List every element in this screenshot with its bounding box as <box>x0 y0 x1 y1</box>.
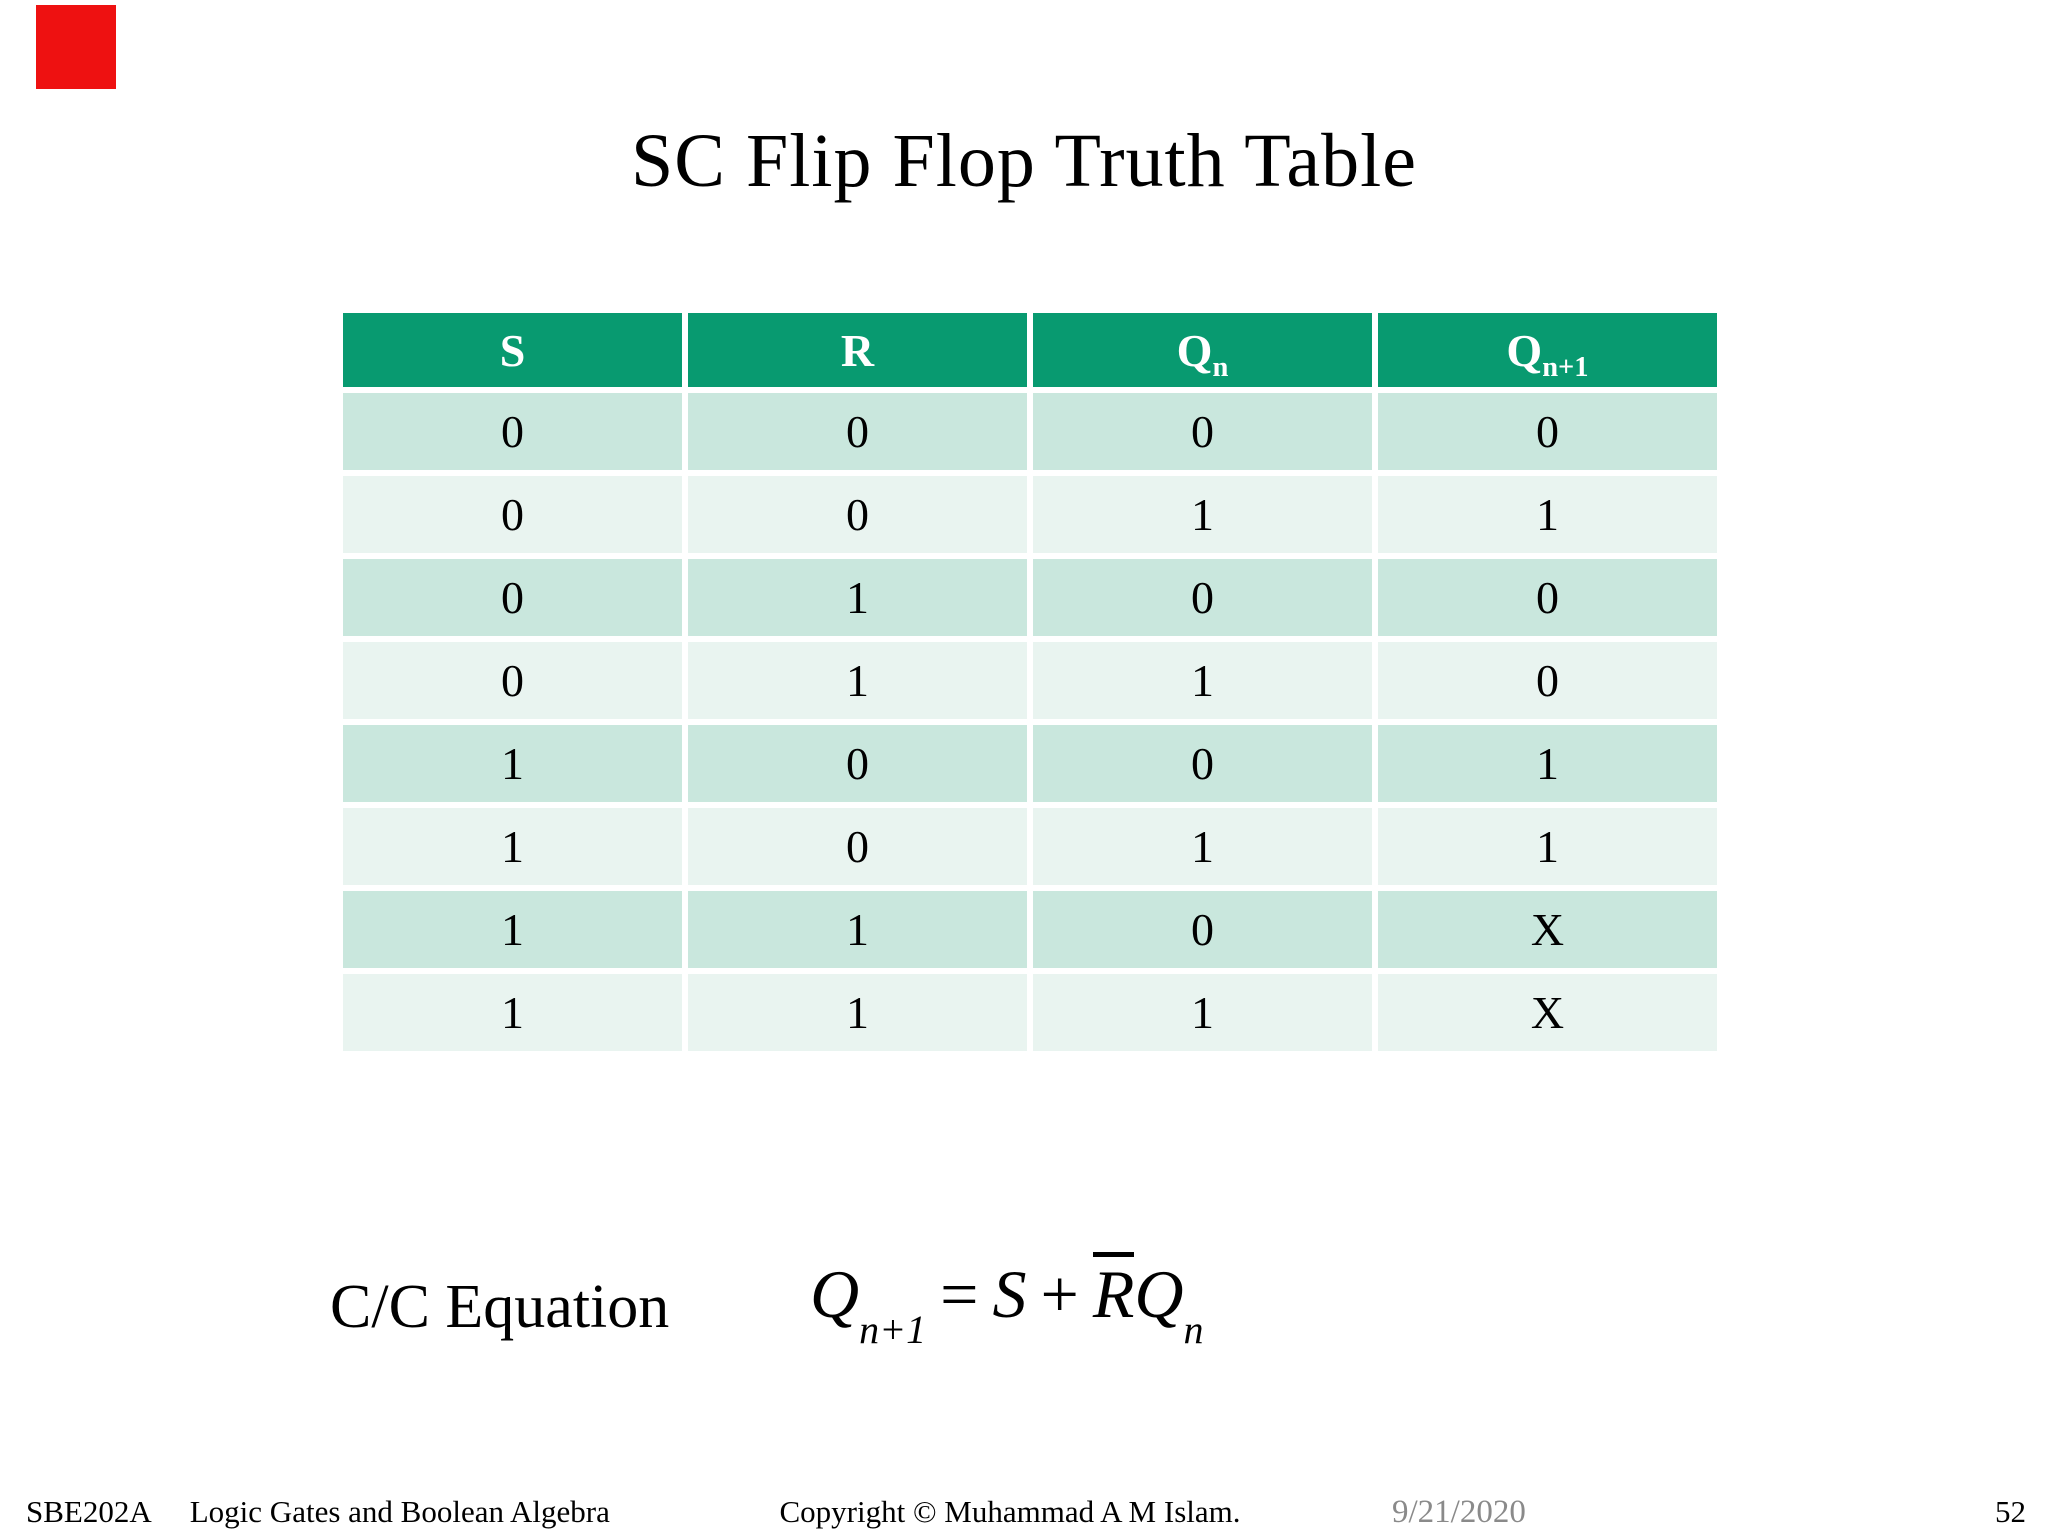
table-cell: 1 <box>685 639 1030 722</box>
equation-label: C/C Equation <box>330 1273 670 1341</box>
table-cell: 1 <box>340 971 685 1054</box>
table-cell: 0 <box>1375 639 1720 722</box>
table-cell: 0 <box>340 390 685 473</box>
header-row: S R Qn Qn+1 <box>340 310 1720 390</box>
table-cell: 0 <box>1030 390 1375 473</box>
table-cell: 0 <box>1375 556 1720 639</box>
table-cell: 1 <box>1375 805 1720 888</box>
table-cell: 1 <box>340 888 685 971</box>
table-cell: 0 <box>1030 722 1375 805</box>
truth-table-header: S R Qn Qn+1 <box>340 310 1720 390</box>
table-cell: 1 <box>1030 971 1375 1054</box>
slide-title: SC Flip Flop Truth Table <box>631 119 1417 203</box>
header-cell-qn: Qn <box>1030 310 1375 390</box>
table-cell: 0 <box>685 722 1030 805</box>
eq-r-bar-term: R <box>1092 1252 1135 1328</box>
table-cell: 1 <box>1030 473 1375 556</box>
table-cell: 1 <box>685 888 1030 971</box>
table-cell: 1 <box>1030 639 1375 722</box>
header-cell-r: R <box>685 310 1030 390</box>
footer: SBE202A Logic Gates and Boolean Algebra C… <box>0 1494 2048 1536</box>
table-cell: 1 <box>340 722 685 805</box>
table-cell: 0 <box>685 390 1030 473</box>
table-cell: X <box>1375 971 1720 1054</box>
table-cell: 1 <box>1375 473 1720 556</box>
eq-lhs: Q <box>810 1256 860 1332</box>
table-cell: 1 <box>685 971 1030 1054</box>
header-cell-s: S <box>340 310 685 390</box>
table-cell: 0 <box>340 556 685 639</box>
footer-date: 9/21/2020 <box>1392 1494 1526 1530</box>
footer-course: SBE202A Logic Gates and Boolean Algebra <box>26 1494 610 1530</box>
eq-plus: + <box>1040 1256 1079 1332</box>
table-cell: 1 <box>1375 722 1720 805</box>
eq-q-term: Q <box>1134 1256 1184 1332</box>
header-cell-qn1: Qn+1 <box>1375 310 1720 390</box>
table-cell: 0 <box>340 639 685 722</box>
footer-course-code: SBE202A <box>26 1494 152 1529</box>
table-cell: 0 <box>340 473 685 556</box>
footer-copyright: Copyright © Muhammad A M Islam. <box>779 1494 1241 1529</box>
footer-page-number: 52 <box>1995 1494 2026 1529</box>
table-cell: 0 <box>685 473 1030 556</box>
table-cell: X <box>1375 888 1720 971</box>
table-cell: 0 <box>1375 390 1720 473</box>
eq-q-sub: n <box>1183 1307 1204 1352</box>
table-cell: 1 <box>685 556 1030 639</box>
red-marker <box>36 5 116 89</box>
table-cell: 1 <box>1030 805 1375 888</box>
characteristic-equation: Qn+1=S+RQn <box>810 1252 1203 1350</box>
table-cell: 0 <box>685 805 1030 888</box>
eq-lhs-sub: n+1 <box>859 1307 927 1352</box>
table-cell: 0 <box>1030 556 1375 639</box>
table-cell: 1 <box>340 805 685 888</box>
footer-course-title: Logic Gates and Boolean Algebra <box>189 1494 610 1529</box>
table-cell: 0 <box>1030 888 1375 971</box>
eq-s-term: S <box>992 1256 1027 1332</box>
eq-equals: = <box>940 1256 979 1332</box>
